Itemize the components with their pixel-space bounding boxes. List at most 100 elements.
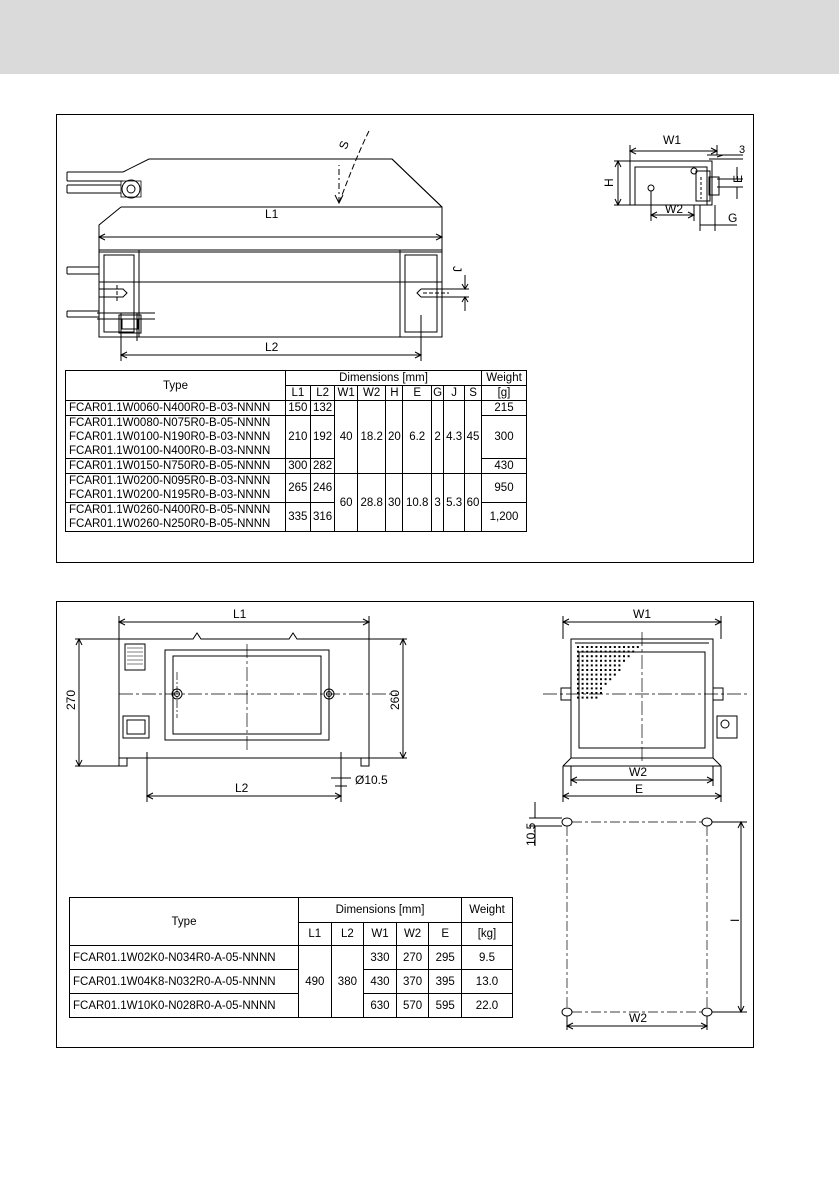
vent-dot <box>590 664 593 667</box>
vent-dot <box>595 650 598 653</box>
vent-dot <box>609 678 612 681</box>
table1-type: FCAR01.1W0100-N400R0-B-03-NNNN <box>69 445 271 457</box>
vent-dot <box>618 655 621 658</box>
vent-dot <box>600 655 602 658</box>
table1-col-j: J <box>443 385 466 401</box>
vent-dot <box>590 646 593 648</box>
table1-type-group: FCAR01.1W0080-N075R0-B-05-NNNN FCAR01.1W… <box>65 415 286 459</box>
vent-dot <box>604 669 607 671</box>
vent-dot <box>618 646 621 648</box>
drawing1-label-l2: L2 <box>265 340 279 354</box>
table1-dims-header: Dimensions [mm] <box>285 370 482 386</box>
table2-col-l1: L1 <box>298 922 332 946</box>
vent-dot <box>600 669 602 671</box>
vent-dot <box>636 646 639 648</box>
table-row: FCAR01.1W0260-N400R0-B-05-NNNN FCAR01.1W… <box>65 502 527 532</box>
vent-dot <box>595 696 598 699</box>
vent-dot <box>586 655 589 658</box>
table2-e: 295 <box>428 945 462 970</box>
table1-weight: 215 <box>481 400 527 416</box>
vent-dot <box>590 687 593 690</box>
technical-drawing-large: L1 L2 270 260 Ø10.5 W1 W2 E 10.5 I W2 <box>64 607 747 1030</box>
table2-weight-unit: [kg] <box>461 922 513 946</box>
vent-dot <box>600 646 602 648</box>
vent-dot <box>600 682 602 685</box>
table2-w2: 270 <box>395 945 430 970</box>
vent-dot <box>590 682 593 685</box>
vent-dot <box>604 682 607 685</box>
drawing1-label-l1: L1 <box>265 207 279 221</box>
dimensions-table-large: Type Dimensions [mm] Weight L1 L2 W1 W2 … <box>69 897 513 1018</box>
table2-l2: 380 <box>330 945 365 1018</box>
drawing-box-large-resistors: L1 L2 270 260 Ø10.5 W1 W2 E 10.5 I W2 Ty… <box>56 601 754 1048</box>
vent-dot <box>581 692 584 694</box>
vent-dot <box>623 646 625 648</box>
vent-dot <box>632 646 635 648</box>
vent-dot <box>604 678 607 681</box>
vent-dot <box>613 659 616 662</box>
dimensions-table-small: Type Dimensions [mm] Weight L1 L2 W1 W2 … <box>65 370 527 532</box>
table1-l2: 192 <box>309 415 336 459</box>
drawing1-label-e: E <box>731 175 745 183</box>
vent-dot <box>613 650 616 653</box>
vent-dot <box>618 669 621 671</box>
drawing2-label-i: I <box>728 919 742 922</box>
table2-w1: 330 <box>363 945 397 970</box>
vent-dot <box>623 655 625 658</box>
vent-dot <box>586 692 589 694</box>
table-row: FCAR01.1W02K0-N034R0-A-05-NNNN 490 380 3… <box>69 945 513 1018</box>
vent-dot <box>595 687 598 690</box>
table1-e-a: 6.2 <box>402 400 433 474</box>
table1-l1: 265 <box>285 473 311 503</box>
table1-weight: 300 <box>481 415 527 459</box>
vent-dot <box>595 673 598 676</box>
vent-dot <box>590 678 593 681</box>
vent-dot <box>577 646 579 648</box>
vent-dot <box>577 673 579 676</box>
vent-dot <box>609 664 612 667</box>
vent-dot <box>613 655 616 658</box>
technical-drawing-small-views: L1 L2 S J W1 3 H E W2 G <box>66 133 745 361</box>
table2-type-header: Type <box>69 897 299 946</box>
vent-dot <box>609 669 612 671</box>
vent-dot <box>609 659 612 662</box>
vent-dot <box>586 650 589 653</box>
vent-dot <box>595 692 598 694</box>
table2-col-w2: W2 <box>395 922 430 946</box>
vent-dot <box>609 650 612 653</box>
table1-weight: 430 <box>481 458 527 474</box>
table1-col-e: E <box>402 385 433 401</box>
page-header-band <box>0 0 839 74</box>
vent-dot <box>577 664 579 667</box>
table1-w1-b: 60 <box>334 473 358 532</box>
table1-type: FCAR01.1W0200-N195R0-B-03-NNNN <box>69 489 271 501</box>
table1-type: FCAR01.1W0060-N400R0-B-03-NNNN <box>65 400 286 416</box>
vent-dot <box>581 687 584 690</box>
table1-weight: 1,200 <box>481 502 527 532</box>
table1-j-b: 5.3 <box>443 473 466 532</box>
vent-dot <box>577 650 579 653</box>
table1-s-b: 60 <box>464 473 482 532</box>
vent-dot <box>586 687 589 690</box>
drawing1-label-w1: W1 <box>663 133 681 147</box>
table1-l2: 132 <box>309 400 336 416</box>
vent-dot <box>600 650 602 653</box>
table1-h-b: 30 <box>385 473 404 532</box>
vent-dot <box>618 664 621 667</box>
table1-type: FCAR01.1W0150-N750R0-B-05-NNNN <box>65 458 286 474</box>
drawing-box-small-resistors: L1 L2 S J W1 3 H E W2 G Type Dimensions … <box>56 114 754 563</box>
table1-w2-b: 28.8 <box>356 473 387 532</box>
vent-dot <box>586 646 589 648</box>
table1-type: FCAR01.1W0260-N250R0-B-05-NNNN <box>69 518 271 530</box>
vent-dot <box>581 659 584 662</box>
table1-type-group: FCAR01.1W0200-N095R0-B-03-NNNN FCAR01.1W… <box>65 473 286 503</box>
table1-col-h: H <box>385 385 404 401</box>
vent-dot <box>577 678 579 681</box>
vent-dot <box>581 650 584 653</box>
vent-dot <box>613 669 616 671</box>
vent-dot <box>590 692 593 694</box>
table2-w1: 430 <box>363 969 397 994</box>
vent-dot <box>609 655 612 658</box>
table1-j-a: 4.3 <box>443 400 466 474</box>
table2-w2: 370 <box>395 969 430 994</box>
